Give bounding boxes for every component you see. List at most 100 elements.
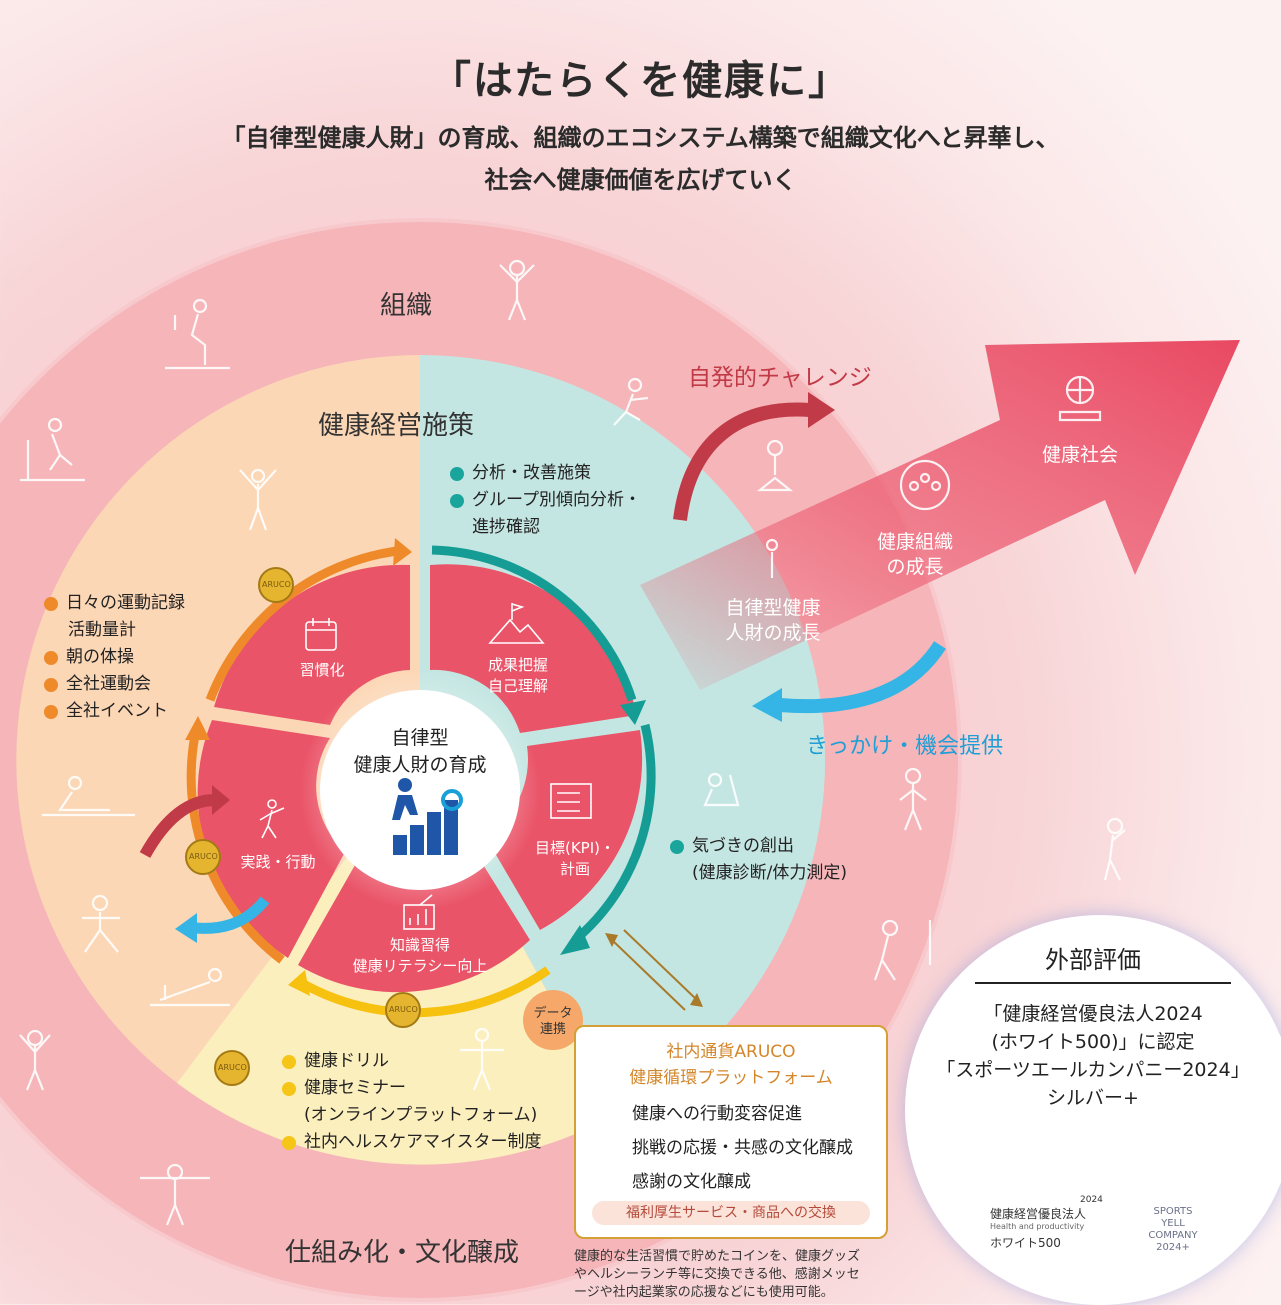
segment-habit-label: 習慣化 (272, 660, 372, 681)
logo2-line: COMPANY (1148, 1230, 1198, 1241)
bullet-item: 全社運動会 (42, 671, 185, 698)
growth-stage-line: 健康組織 (876, 531, 953, 553)
data-link-label: データ 連携 (528, 1006, 578, 1038)
lunge-person-icon (82, 894, 120, 953)
data-link-line: 連携 (539, 1022, 566, 1037)
boxing-person-icon (873, 919, 932, 981)
weightlifting-person-icon (140, 1163, 210, 1226)
challenge-label: 自発的チャレンジ (688, 365, 872, 391)
aruco-note: 健康的な生活習慣で貯めたコインを、健康グッズ やヘルシーランチ等に交換できる他、… (574, 1248, 904, 1302)
bullet-item-continued: (健康診断/体力測定) (692, 863, 847, 883)
arms-up-person-icon (239, 468, 277, 531)
coin-label: ARUCO (189, 852, 218, 861)
small-red-arrow (139, 794, 216, 858)
checklist-icon (550, 783, 592, 819)
bullet-item: 日々の運動記録 (42, 590, 185, 617)
bullet-item-continued: (オンラインプラットフォーム) (304, 1105, 538, 1125)
bullet-item: 気づきの創出 (668, 833, 847, 860)
group-cycle-icon (899, 459, 951, 511)
opportunity-label: きっかけ・機会提供 (806, 734, 1004, 759)
bullet-list-bottom: 健康ドリル 健康セミナー (オンラインプラットフォーム) 社内ヘルスケアマイスタ… (280, 1048, 542, 1156)
stretch-person-icon (1103, 817, 1126, 881)
chart-up-icon (403, 894, 435, 930)
segment-label-line: 自己理解 (487, 677, 548, 695)
logo2-line: 2024+ (1156, 1242, 1190, 1253)
bullet-item-continued: 進捗確認 (472, 517, 540, 537)
label-organization: 組織 (380, 291, 433, 321)
segment-kpi (485, 730, 643, 930)
calendar-icon (305, 618, 337, 651)
logo2-line: YELL (1161, 1218, 1185, 1229)
teal-arrow-2 (572, 723, 656, 944)
segment-habit (214, 564, 410, 725)
segment-label-line: 目標(KPI)・ (534, 839, 615, 857)
growth-stage-line: の成長 (886, 556, 944, 578)
segment-kpi-label: 目標(KPI)・ 計画 (525, 838, 625, 880)
segment-label-line: 実践・行動 (240, 853, 316, 871)
bullet-item: 健康ドリル (280, 1048, 542, 1075)
growth-arrow (640, 340, 1240, 690)
page-subtitle-line1: 「自律型健康人財」の育成、組織のエコシステム構築で組織文化へと昇華し、 (221, 124, 1060, 152)
aruco-item: 挑戦の応援・共感の文化醸成 (632, 1138, 853, 1158)
growth-stage-line: 自律型健康 (725, 597, 821, 619)
opportunity-arrow (779, 641, 946, 714)
segment-label-line: 成果把握 (487, 656, 548, 674)
bullet-item: グループ別傾向分析・ (448, 487, 641, 514)
pushup-person-icon (150, 967, 230, 1007)
label-systemization: 仕組み化・文化醸成 (285, 1238, 520, 1268)
logo1-tag: ホワイト500 (990, 1236, 1061, 1250)
page-title: 「はたらくを健康に」 (430, 58, 851, 104)
center-label-line: 健康人財の育成 (353, 754, 487, 776)
coin-label: ARUCO (389, 1005, 418, 1014)
growth-stage-organization: 健康組織 の成長 (860, 530, 970, 580)
evaluation-heading: 外部評価 (1045, 946, 1141, 974)
bullet-list-right: 気づきの創出 (健康診断/体力測定) (668, 833, 847, 887)
aruco-note-line: 健康的な生活習慣で貯めたコインを、健康グッズ (574, 1249, 861, 1264)
aruco-item: 感謝の文化醸成 (632, 1172, 751, 1192)
bullet-item: 健康セミナー (280, 1075, 542, 1102)
floor-stretch-icon (42, 775, 135, 817)
evaluation-text: 「健康経営優良法人2024 (ホワイト500)」に認定 「スポーツエールカンパニ… (905, 1000, 1281, 1112)
segment-results-label: 成果把握 自己理解 (468, 655, 568, 697)
page-subtitle-line2: 社会へ健康価値を広げていく (484, 166, 797, 194)
segment-results (430, 564, 637, 733)
evaluation-line: 「健康経営優良法人2024 (983, 1003, 1203, 1025)
segment-label-line: 習慣化 (299, 661, 345, 679)
aruco-title-line: 社内通貨ARUCO (666, 1042, 796, 1062)
segment-label-line: 健康リテラシー向上 (352, 957, 488, 975)
yellow-arrow (297, 966, 551, 1018)
aruco-title: 社内通貨ARUCO 健康循環プラットフォーム (576, 1039, 886, 1091)
data-link-badge (523, 990, 583, 1050)
aruco-footer: 福利厚生サービス・商品への交換 (592, 1201, 870, 1225)
aruco-title-line: 健康循環プラットフォーム (629, 1068, 833, 1088)
meditation-person-icon (756, 439, 794, 492)
logo1-sub: Health and productivity (990, 1222, 1085, 1231)
small-blue-arrow (194, 896, 270, 934)
thumbs-person-icon (765, 538, 779, 578)
bullet-item: 全社イベント (42, 698, 185, 725)
logo2-line: SPORTS (1153, 1206, 1193, 1217)
raised-arms-person-icon (19, 1029, 51, 1091)
yoga-triangle-icon (703, 772, 740, 807)
evaluation-line: (ホワイト500)」に認定 (991, 1031, 1195, 1053)
bullet-item: 朝の体操 (42, 644, 185, 671)
orange-quadrant (16, 355, 420, 1083)
label-measures: 健康経営施策 (318, 411, 475, 441)
growth-stage-individual: 自律型健康 人財の成長 (708, 596, 838, 646)
aruco-item: 健康への行動変容促進 (632, 1104, 802, 1124)
segment-label-line: 知識習得 (389, 936, 450, 954)
person-steps-gear-icon (392, 778, 463, 855)
bullet-list-top: 分析・改善施策 グループ別傾向分析・ 進捗確認 (448, 460, 641, 541)
challenge-arrow (673, 402, 811, 521)
treadmill-person-icon (20, 417, 85, 482)
bullet-item: 社内ヘルスケアマイスター制度 (280, 1129, 542, 1156)
bullet-list-left: 日々の運動記録 活動量計 朝の体操 全社運動会 全社イベント (42, 590, 185, 725)
coin-label: ARUCO (218, 1063, 247, 1072)
growth-stage-line: 人財の成長 (725, 622, 821, 644)
squat-person-icon (165, 298, 230, 370)
growth-stage-society: 健康社会 (1041, 444, 1118, 466)
center-label-line: 自律型 (391, 727, 449, 749)
bullet-item: 分析・改善施策 (448, 460, 641, 487)
running-person-icon (613, 377, 649, 426)
walking-person-icon (259, 799, 285, 839)
